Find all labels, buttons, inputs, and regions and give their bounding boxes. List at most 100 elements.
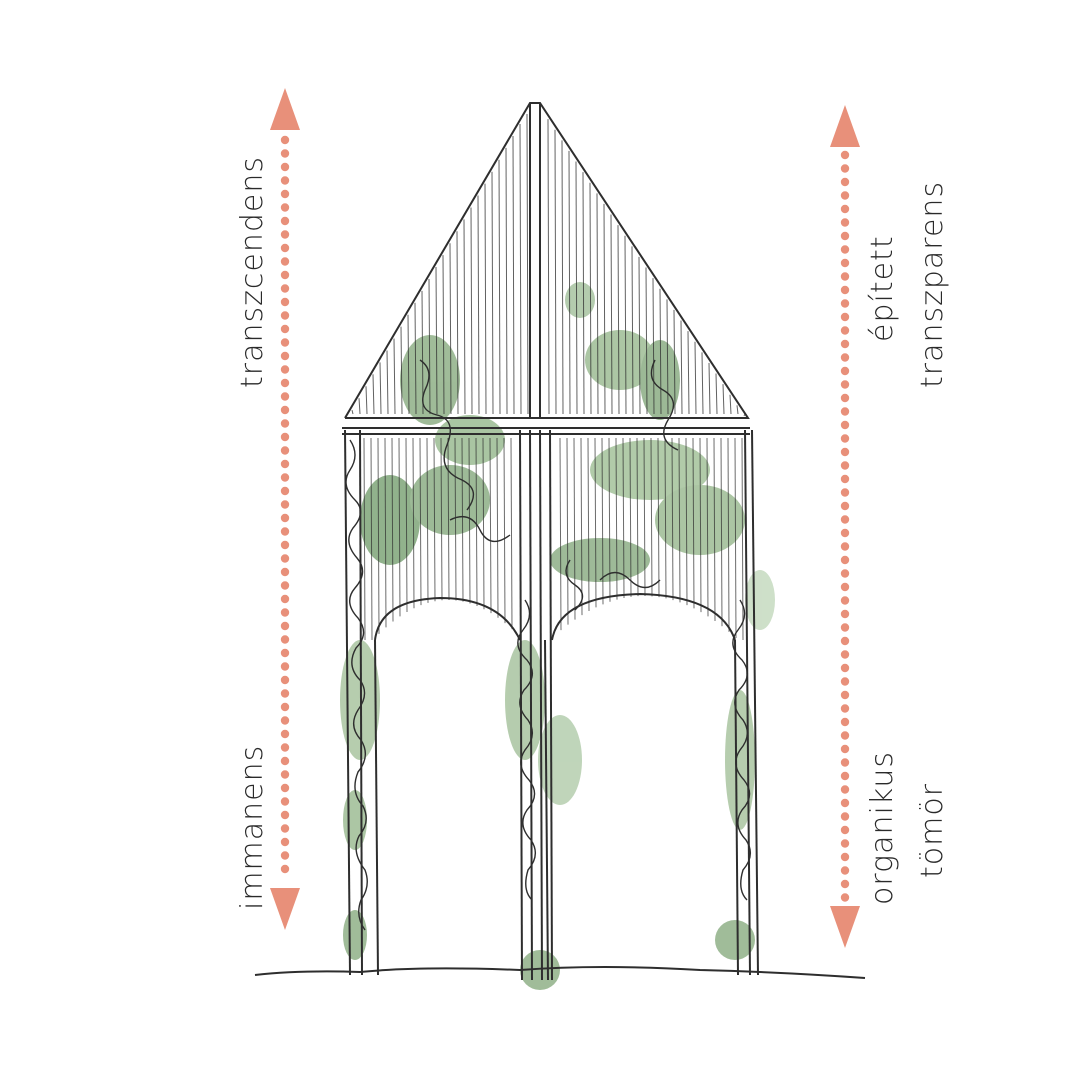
arrow-dot xyxy=(840,623,850,632)
roof-hatch-line xyxy=(477,195,480,415)
roof-hatch-line xyxy=(526,113,529,415)
arrow-dot xyxy=(840,650,850,659)
arrow-dot xyxy=(840,353,850,362)
arrow-dot xyxy=(840,785,850,794)
roof-hatch-line xyxy=(666,299,669,415)
roof-hatch-line xyxy=(372,374,375,415)
frieze-hatch-line xyxy=(384,437,387,628)
roof-hatch-line xyxy=(659,288,662,415)
arrow-dot xyxy=(840,596,850,605)
roof-hatch-line xyxy=(715,373,718,415)
arrow-dot xyxy=(840,434,850,443)
arrow-dot xyxy=(280,770,290,779)
arrow-dot xyxy=(280,648,290,658)
arrow-dot xyxy=(280,203,290,212)
arrow-dot xyxy=(840,380,850,389)
roof-hatch-line xyxy=(568,150,571,415)
roof-hatch-line xyxy=(589,182,592,415)
roof-hatch-line xyxy=(463,219,466,415)
roof-hatch-line xyxy=(449,243,452,415)
frieze-hatch-line xyxy=(391,437,394,622)
roof-hatch-line xyxy=(484,183,487,415)
arrow-dot xyxy=(280,635,290,644)
roof-hatch-line xyxy=(736,405,739,415)
roof-hatch-line xyxy=(498,159,501,415)
arrow-dot xyxy=(840,731,850,740)
roof-hatch-line xyxy=(421,290,424,415)
frieze-hatch-line xyxy=(468,437,471,604)
roof-hatch-line xyxy=(694,341,697,415)
frieze xyxy=(342,427,750,641)
arrow-dot xyxy=(280,378,290,388)
arrow-dot xyxy=(280,500,290,509)
arrow-dot xyxy=(840,515,850,524)
arrow-dot xyxy=(280,554,290,563)
frieze-hatch-line xyxy=(419,437,422,606)
arrow-dot xyxy=(840,231,850,241)
arrow-dot xyxy=(840,488,850,497)
roof-hatch-line xyxy=(358,398,361,415)
frieze-hatch-line xyxy=(727,437,730,632)
arrow-dot xyxy=(280,594,290,604)
frieze-hatch-line xyxy=(370,437,373,641)
frieze-hatch-line xyxy=(426,437,429,603)
arrow-dot xyxy=(280,851,290,860)
arrow-dot xyxy=(840,393,850,403)
arrow-dot xyxy=(280,797,290,806)
right-top-label-2: transzparens xyxy=(915,180,950,388)
frieze-hatch-line xyxy=(741,437,744,641)
right-arrow-dotted-shaft xyxy=(840,150,850,902)
arrow-dot xyxy=(280,365,290,374)
roof-hatch-line xyxy=(638,256,641,415)
frieze-hatch-line xyxy=(678,437,681,603)
arrow-dot xyxy=(840,852,850,862)
arrow-dot xyxy=(280,675,290,685)
arrow-dot xyxy=(840,272,850,281)
roof-hatch-line xyxy=(624,235,627,415)
arrow-dot xyxy=(280,459,290,469)
arrow-dot xyxy=(280,756,290,766)
arrow-dot xyxy=(280,824,290,833)
arrow-dot xyxy=(280,135,290,145)
left-arrow-head-down xyxy=(270,888,300,930)
roof-hatch-line xyxy=(673,309,676,415)
arrow-dot xyxy=(840,542,850,551)
arrow-dot xyxy=(840,420,850,430)
right-arrow-head-down xyxy=(830,906,860,948)
arrow-dot xyxy=(280,810,290,820)
arrow-dot xyxy=(280,189,290,199)
arrow-dot xyxy=(840,299,850,308)
arrow-dot xyxy=(840,744,850,754)
frieze-hatch-line xyxy=(405,437,408,612)
roof-hatch-line xyxy=(456,231,459,415)
frieze-hatch-line xyxy=(377,437,380,634)
arrow-dot xyxy=(280,621,290,631)
arrow-dot xyxy=(840,569,850,578)
frieze-hatch-line xyxy=(636,437,639,597)
frieze-hatch-line xyxy=(461,437,464,602)
arrow-dot xyxy=(840,677,850,686)
arrow-dot xyxy=(840,717,850,727)
arrow-dot xyxy=(280,446,290,455)
arrow-dot xyxy=(840,636,850,646)
arcade xyxy=(254,429,866,981)
roof-hatch-line xyxy=(365,386,368,415)
arrow-dot xyxy=(280,486,290,496)
roof-hatch-line xyxy=(393,338,396,415)
roof xyxy=(344,102,750,419)
arrow-dot xyxy=(280,216,290,226)
arrow-dot xyxy=(840,879,850,889)
arrow-dot xyxy=(840,690,850,700)
arrow-dot xyxy=(280,324,290,334)
arrow-dot xyxy=(840,150,850,160)
arrow-dot xyxy=(840,825,850,835)
frieze-hatch-line xyxy=(398,437,401,617)
arrow-dot xyxy=(840,812,850,821)
frieze-hatch-line xyxy=(587,437,590,612)
frieze-hatch-line xyxy=(720,437,723,627)
arrow-dot xyxy=(280,392,290,401)
arrow-dot xyxy=(280,662,290,671)
frieze-hatch-line xyxy=(440,437,443,601)
frieze-hatch-line xyxy=(643,437,646,597)
arrow-dot xyxy=(280,567,290,577)
